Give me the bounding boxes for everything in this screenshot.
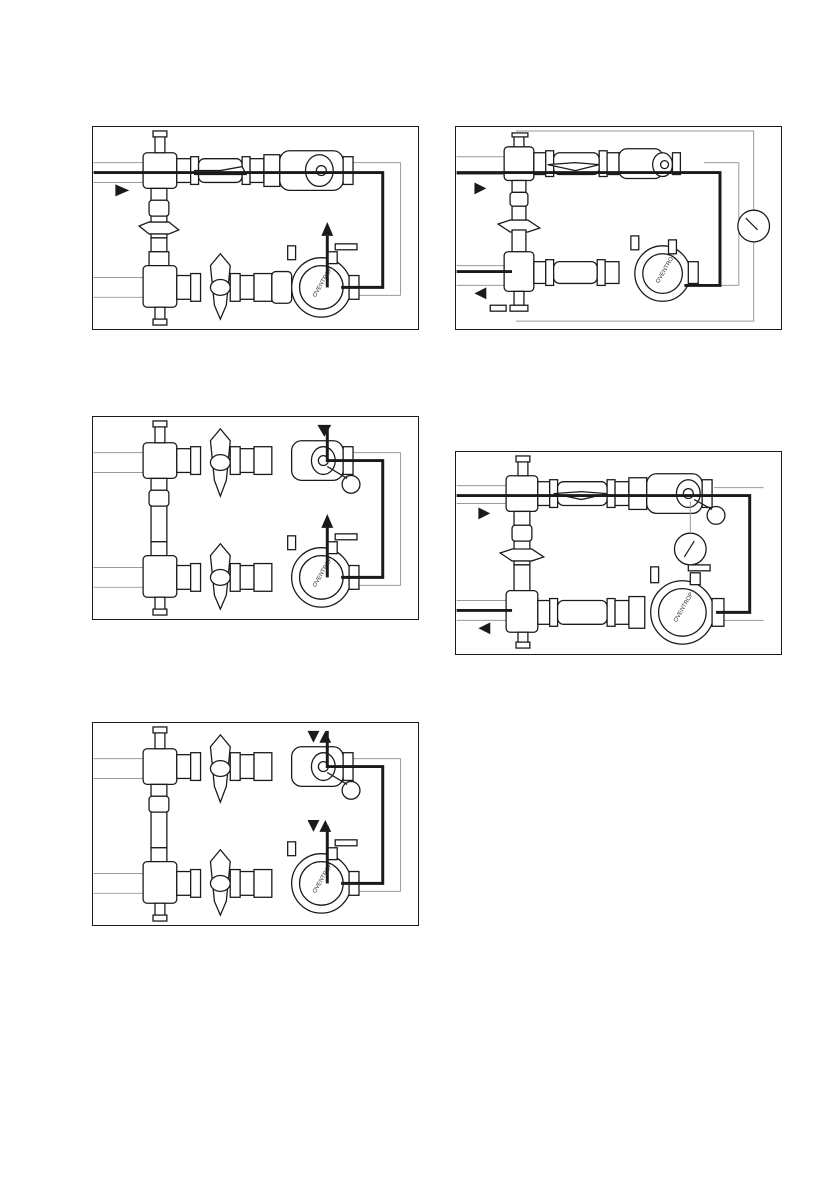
diagram-panel-b: OVENTROP — [455, 126, 782, 330]
diagram-panel-a: OVENTROP — [92, 126, 419, 330]
flow-arrow-up-icon — [321, 514, 333, 528]
diagram-panel-d: OVENTROP — [455, 451, 782, 655]
valve-assembly-diagram-c: OVENTROP — [93, 417, 418, 619]
flow-arrow-up-icon — [321, 222, 333, 236]
flow-arrow-right-icon — [478, 507, 490, 519]
diagram-panel-c: OVENTROP — [92, 416, 419, 620]
pressure-gauge-icon — [674, 533, 706, 565]
flow-arrow-left-icon — [478, 622, 490, 634]
flow-arrow-down-icon — [317, 425, 331, 437]
valve-assembly-diagram-d: OVENTROP — [456, 452, 781, 654]
flow-arrow-right-icon — [474, 182, 486, 194]
flow-arrow-up-icon — [319, 820, 331, 832]
flow-arrow-left-icon — [474, 287, 486, 299]
flow-arrow-down-icon — [307, 731, 319, 743]
flow-arrow-right-icon — [115, 184, 129, 196]
diagram-panel-e: OVENTROP — [92, 722, 419, 926]
valve-assembly-diagram-b: OVENTROP — [456, 127, 781, 329]
valve-assembly-diagram-a: OVENTROP — [93, 127, 418, 329]
flow-arrow-up-icon — [319, 731, 331, 743]
flow-arrow-down-icon — [307, 820, 319, 832]
valve-assembly-diagram-e: OVENTROP — [93, 723, 418, 925]
